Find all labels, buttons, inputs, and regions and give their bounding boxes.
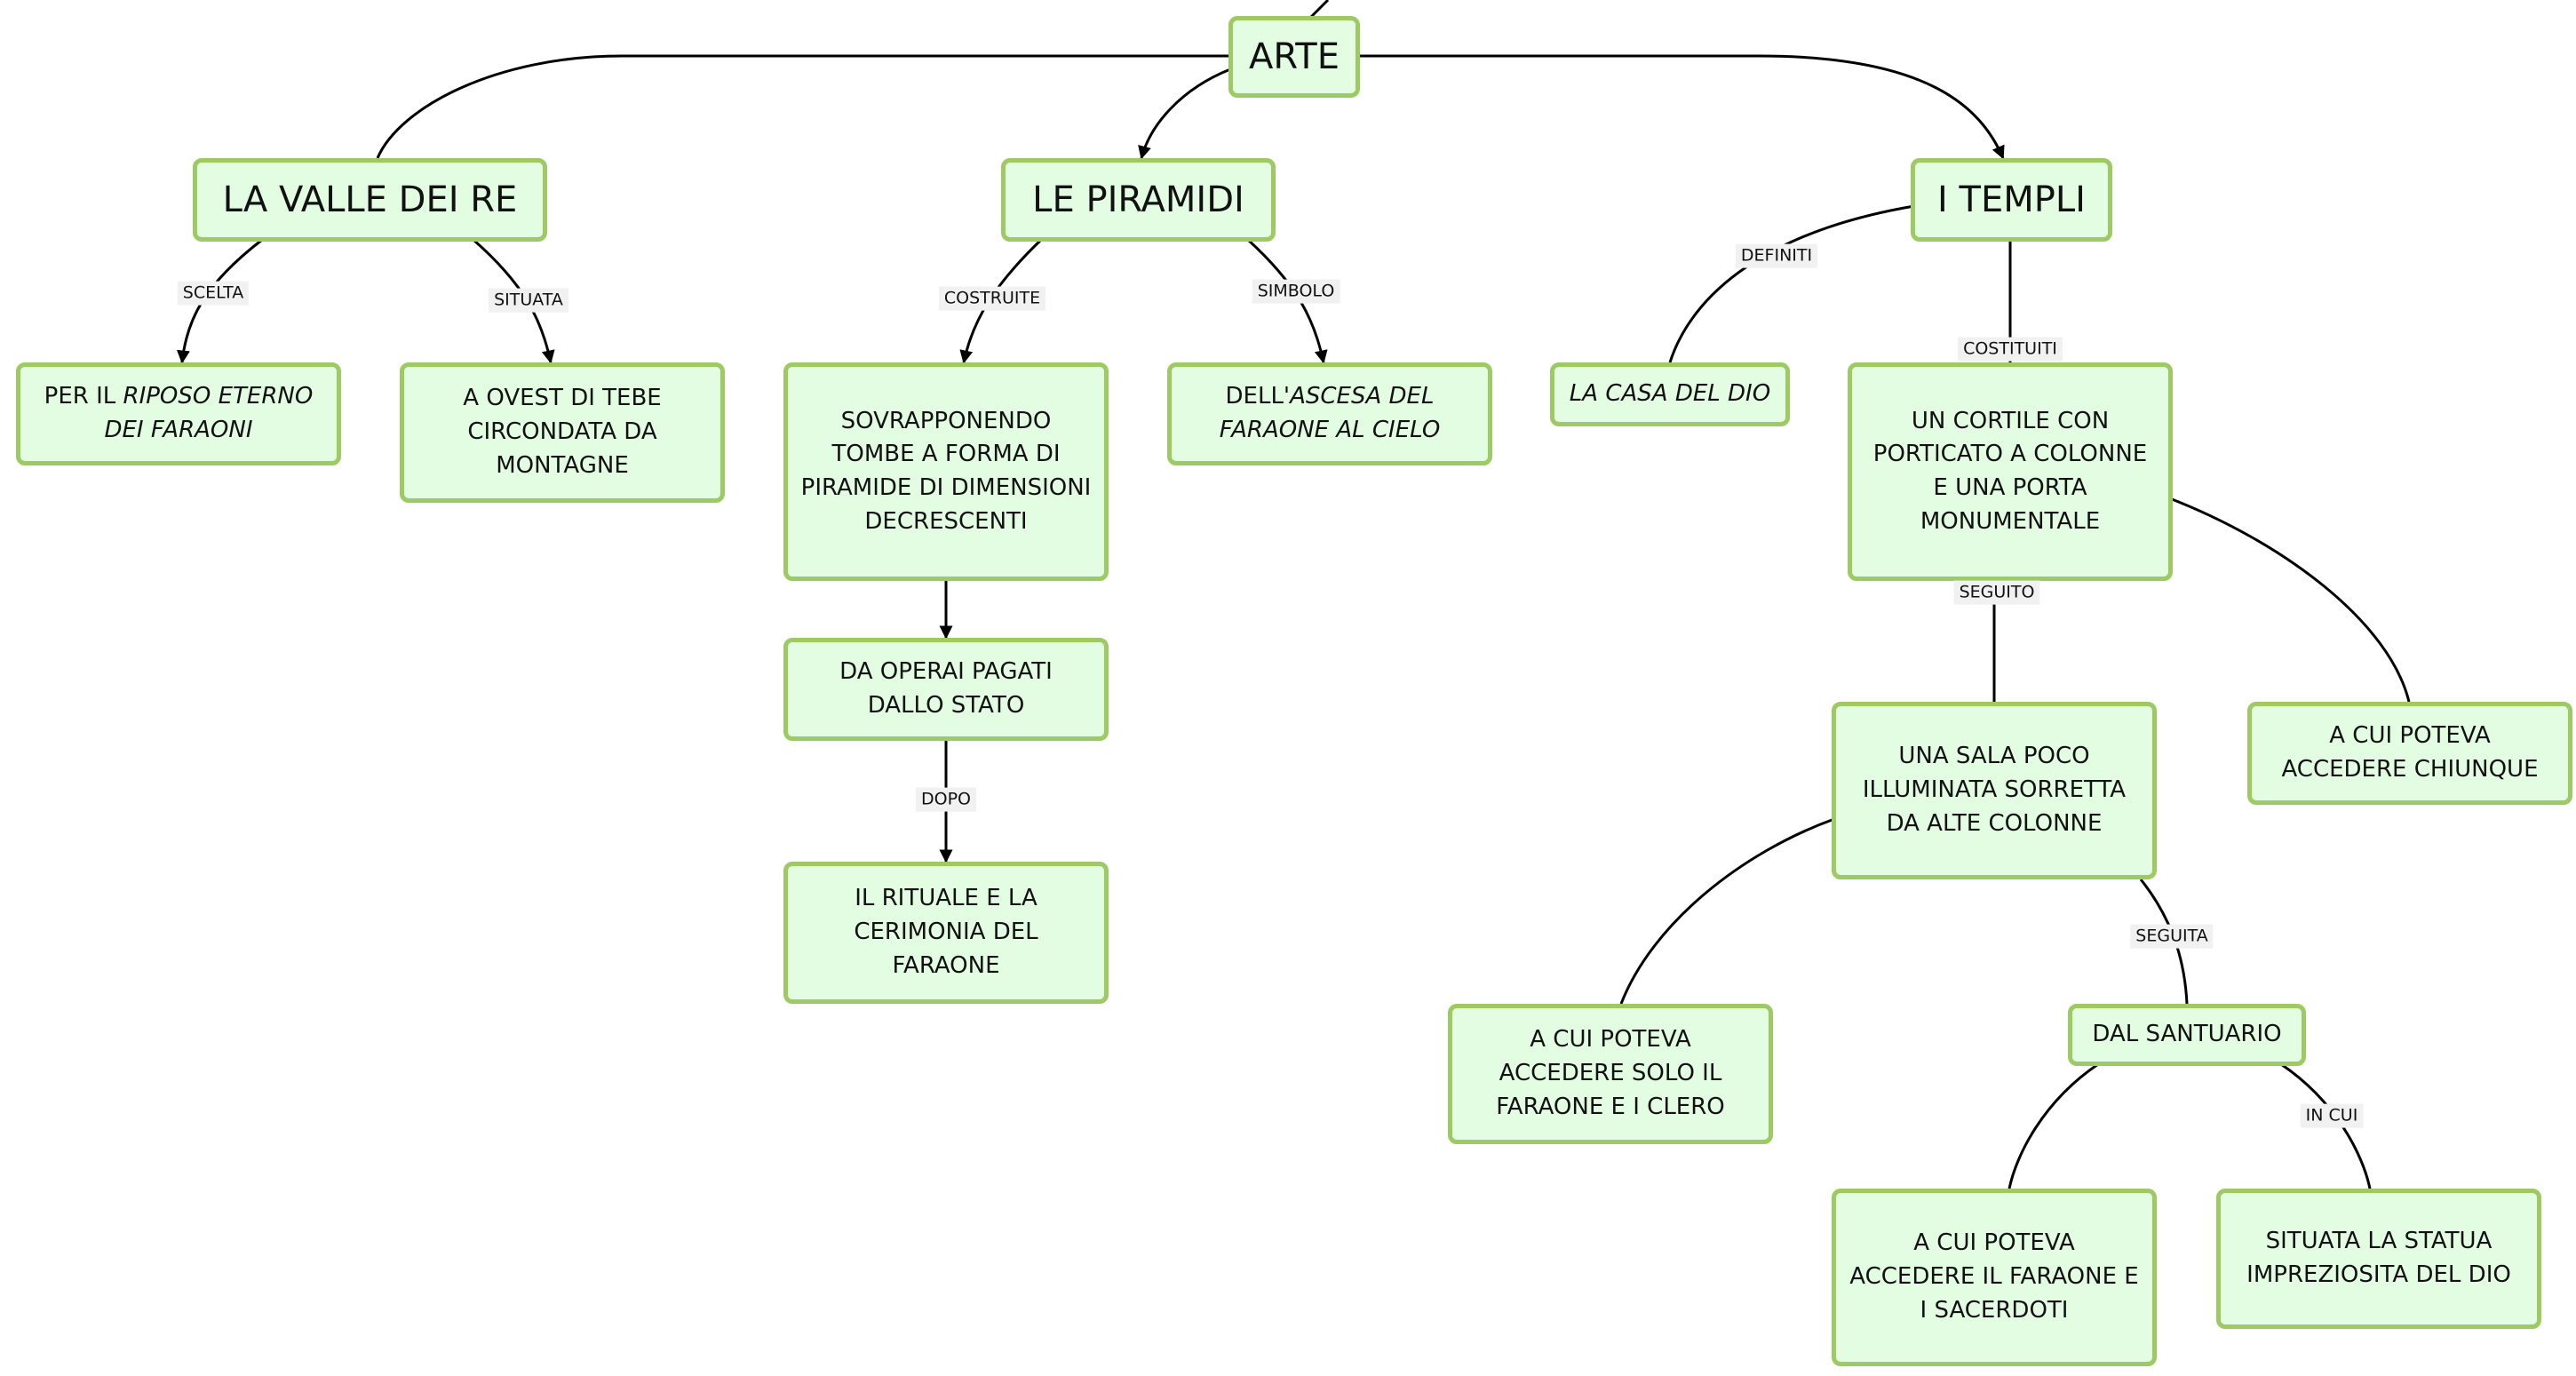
node-arte-label: ARTE — [1249, 36, 1340, 77]
node-templi-label: I TEMPLI — [1937, 179, 2086, 220]
edge-label-simbolo: SIMBOLO — [1252, 279, 1340, 304]
node-statua[interactable]: SITUATA LA STATUA IMPREZIOSITA DEL DIO — [2216, 1189, 2541, 1329]
edge-templi-casa — [1668, 204, 1915, 363]
node-faraone-sacerdoti[interactable]: A CUI POTEVA ACCEDERE IL FARAONE E I SAC… — [1832, 1189, 2157, 1366]
edge-label-scelta: SCELTA — [177, 281, 250, 306]
node-riposo-italic: RIPOSO ETERNO DEI FARAONI — [104, 383, 314, 443]
edge-label-situata: SITUATA — [489, 288, 568, 313]
node-ovest[interactable]: A OVEST DI TEBE CIRCONDATA DA MONTAGNE — [400, 362, 725, 503]
edge-sala-solo — [1619, 817, 1835, 1005]
node-cortile[interactable]: UN CORTILE CON PORTICATO A COLONNE E UNA… — [1848, 362, 2173, 581]
edge-label-seguita: SEGUITA — [2130, 924, 2214, 949]
edge-cortile-chiunque — [2167, 496, 2411, 703]
edge-label-costruite: COSTRUITE — [938, 286, 1046, 311]
node-chiunque-label: A CUI POTEVA ACCEDERE CHIUNQUE — [2281, 722, 2539, 783]
node-templi[interactable]: I TEMPLI — [1911, 158, 2112, 242]
edge-santuario-sacerdoti — [2008, 1062, 2099, 1189]
node-operai-label: DA OPERAI PAGATI DALLO STATO — [839, 658, 1053, 719]
node-valle-label: LA VALLE DEI RE — [222, 179, 518, 220]
node-riposo[interactable]: PER IL RIPOSO ETERNO DEI FARAONI — [16, 362, 341, 465]
node-faraone-sacerdoti-label: A CUI POTEVA ACCEDERE IL FARAONE E I SAC… — [1849, 1229, 2139, 1324]
node-rituale[interactable]: IL RITUALE E LA CERIMONIA DEL FARAONE — [783, 862, 1109, 1004]
node-ascesa-prefix: DELL' — [1225, 383, 1291, 410]
node-santuario[interactable]: DAL SANTUARIO — [2068, 1004, 2306, 1066]
edge-label-dopo: DOPO — [916, 787, 976, 812]
edge-arte-piramidi — [1138, 68, 1231, 160]
node-sala[interactable]: UNA SALA POCO ILLUMINATA SORRETTA DA ALT… — [1832, 702, 2157, 879]
node-sovrapponendo-label: SOVRAPPONENDO TOMBE A FORMA DI PIRAMIDE … — [800, 407, 1092, 535]
edge-label-definiti: DEFINITI — [1735, 243, 1818, 268]
node-piramidi-label: LE PIRAMIDI — [1032, 179, 1244, 220]
edge-label-in-cui: IN CUI — [2300, 1103, 2364, 1128]
node-solo-faraone[interactable]: A CUI POTEVA ACCEDERE SOLO IL FARAONE E … — [1448, 1004, 1773, 1144]
node-ascesa-italic: ASCESA DEL FARAONE AL CIELO — [1219, 383, 1441, 443]
node-piramidi[interactable]: LE PIRAMIDI — [1001, 158, 1276, 242]
node-cortile-label: UN CORTILE CON PORTICATO A COLONNE E UNA… — [1872, 407, 2148, 535]
node-solo-faraone-label: A CUI POTEVA ACCEDERE SOLO IL FARAONE E … — [1496, 1026, 1725, 1120]
node-casa-label: LA CASA DEL DIO — [1569, 380, 1771, 408]
edge-arte-templi — [1359, 54, 2005, 160]
node-sala-label: UNA SALA POCO ILLUMINATA SORRETTA DA ALT… — [1862, 743, 2127, 837]
edge-santuario-statua — [2280, 1062, 2372, 1189]
edge-arte-valle — [376, 54, 1230, 159]
node-statua-label: SITUATA LA STATUA IMPREZIOSITA DEL DIO — [2246, 1228, 2511, 1288]
edge-label-seguito: SEGUITO — [1953, 580, 2040, 605]
node-sovrapponendo[interactable]: SOVRAPPONENDO TOMBE A FORMA DI PIRAMIDE … — [783, 362, 1109, 581]
node-valle-dei-re[interactable]: LA VALLE DEI RE — [193, 158, 547, 242]
node-santuario-label: DAL SANTUARIO — [2092, 1021, 2282, 1048]
node-operai[interactable]: DA OPERAI PAGATI DALLO STATO — [783, 638, 1109, 741]
node-chiunque[interactable]: A CUI POTEVA ACCEDERE CHIUNQUE — [2247, 702, 2572, 805]
node-casa-del-dio[interactable]: LA CASA DEL DIO — [1550, 362, 1790, 426]
node-ascesa-label: DELL'ASCESA DEL FARAONE AL CIELO — [1184, 380, 1475, 447]
node-riposo-label: PER IL RIPOSO ETERNO DEI FARAONI — [33, 380, 324, 447]
edge-label-costituiti: COSTITUITI — [1958, 337, 2063, 362]
node-ascesa[interactable]: DELL'ASCESA DEL FARAONE AL CIELO — [1167, 362, 1492, 465]
node-ovest-label: A OVEST DI TEBE CIRCONDATA DA MONTAGNE — [463, 385, 662, 479]
node-rituale-label: IL RITUALE E LA CERIMONIA DEL FARAONE — [854, 885, 1038, 979]
node-arte[interactable]: ARTE — [1228, 16, 1360, 98]
edge-root-arte — [1308, 0, 1330, 20]
node-riposo-prefix: PER IL — [44, 383, 123, 410]
